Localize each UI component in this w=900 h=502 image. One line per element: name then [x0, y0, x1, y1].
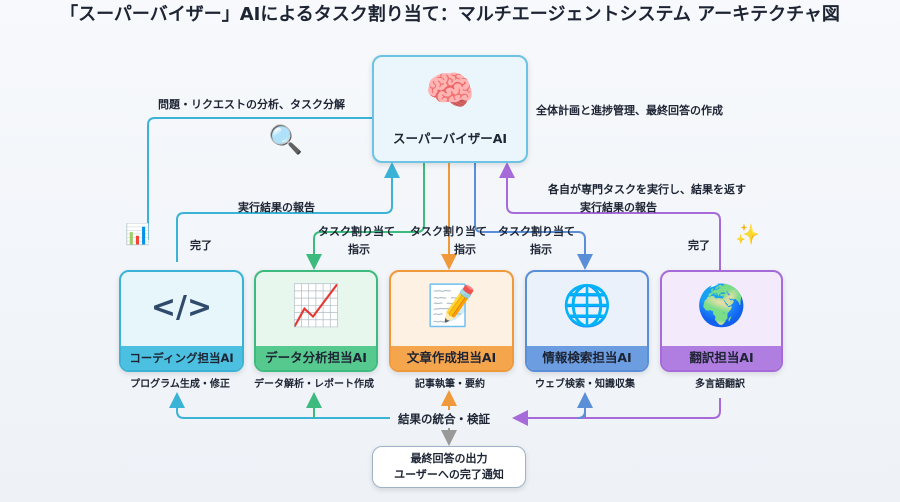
sparkle-funnel-icon: ✨	[735, 222, 760, 246]
globe-search-icon: 🌐	[562, 283, 612, 329]
globe-translate-icon: 🌍	[696, 283, 747, 329]
agent-sub: データ解析・レポート作成	[254, 379, 374, 390]
report-right: 実行結果の報告	[580, 201, 657, 214]
chart-icon: 📈	[291, 283, 341, 329]
brain-gear-icon: 🧠	[425, 68, 475, 114]
instruction-label-2: 指示	[454, 243, 476, 256]
final-line-1: 最終回答の出力	[410, 452, 488, 465]
assign-label-2: タスク割り当て	[410, 225, 487, 238]
done-left: 完了	[190, 239, 212, 252]
agent-translation[interactable]: 🌍 翻訳担当AI	[660, 270, 783, 372]
agent-sub: 多言語翻訳	[695, 379, 745, 390]
instruction-label-1: 指示	[348, 243, 370, 256]
final-line-2: ユーザーへの完了通知	[394, 468, 504, 481]
analyze-annotation: 問題・リクエストの分析、タスク分解	[158, 98, 345, 111]
code-window-icon: </>	[150, 290, 213, 325]
supervisor-node[interactable]: 🧠 スーパーバイザーAI	[372, 55, 528, 163]
agent-label: データ分析担当AI	[256, 346, 376, 370]
agent-data-analysis[interactable]: 📈 データ分析担当AI	[254, 270, 378, 372]
agent-coding[interactable]: </> コーディング担当AI	[119, 270, 244, 372]
agent-label: コーディング担当AI	[121, 346, 242, 370]
integrate-label: 結果の統合・検証	[398, 412, 490, 426]
plan-annotation: 全体計画と進捗管理、最終回答の作成	[536, 104, 723, 117]
document-pencil-icon: 📝	[426, 283, 477, 329]
final-output-node[interactable]: 最終回答の出力 ユーザーへの完了通知	[372, 446, 526, 488]
assign-label-3: タスク割り当て	[498, 225, 575, 238]
agent-sub: プログラム生成・修正	[130, 379, 230, 390]
agent-search[interactable]: 🌐 情報検索担当AI	[525, 270, 649, 372]
agent-label: 情報検索担当AI	[527, 346, 647, 370]
each-annotation: 各自が専門タスクを実行し、結果を返す	[548, 183, 746, 196]
assign-label-1: タスク割り当て	[318, 225, 395, 238]
bar-chart-icon: 📊	[125, 222, 150, 246]
agent-sub: ウェブ検索・知識収集	[535, 379, 635, 390]
agent-sub: 記事執筆・要約	[415, 379, 485, 390]
report-left: 実行結果の報告	[238, 201, 315, 214]
agent-label: 文章作成担当AI	[391, 346, 512, 370]
diagram-title: 「スーパーバイザー」AIによるタスク割り当て：マルチエージェントシステム アーキ…	[60, 4, 840, 25]
agent-writing[interactable]: 📝 文章作成担当AI	[389, 270, 514, 372]
code-analysis-icon: 🔍	[268, 123, 303, 156]
instruction-label-3: 指示	[530, 243, 552, 256]
supervisor-label: スーパーバイザーAI	[392, 131, 508, 146]
done-right: 完了	[688, 239, 710, 252]
agent-label: 翻訳担当AI	[662, 346, 781, 370]
